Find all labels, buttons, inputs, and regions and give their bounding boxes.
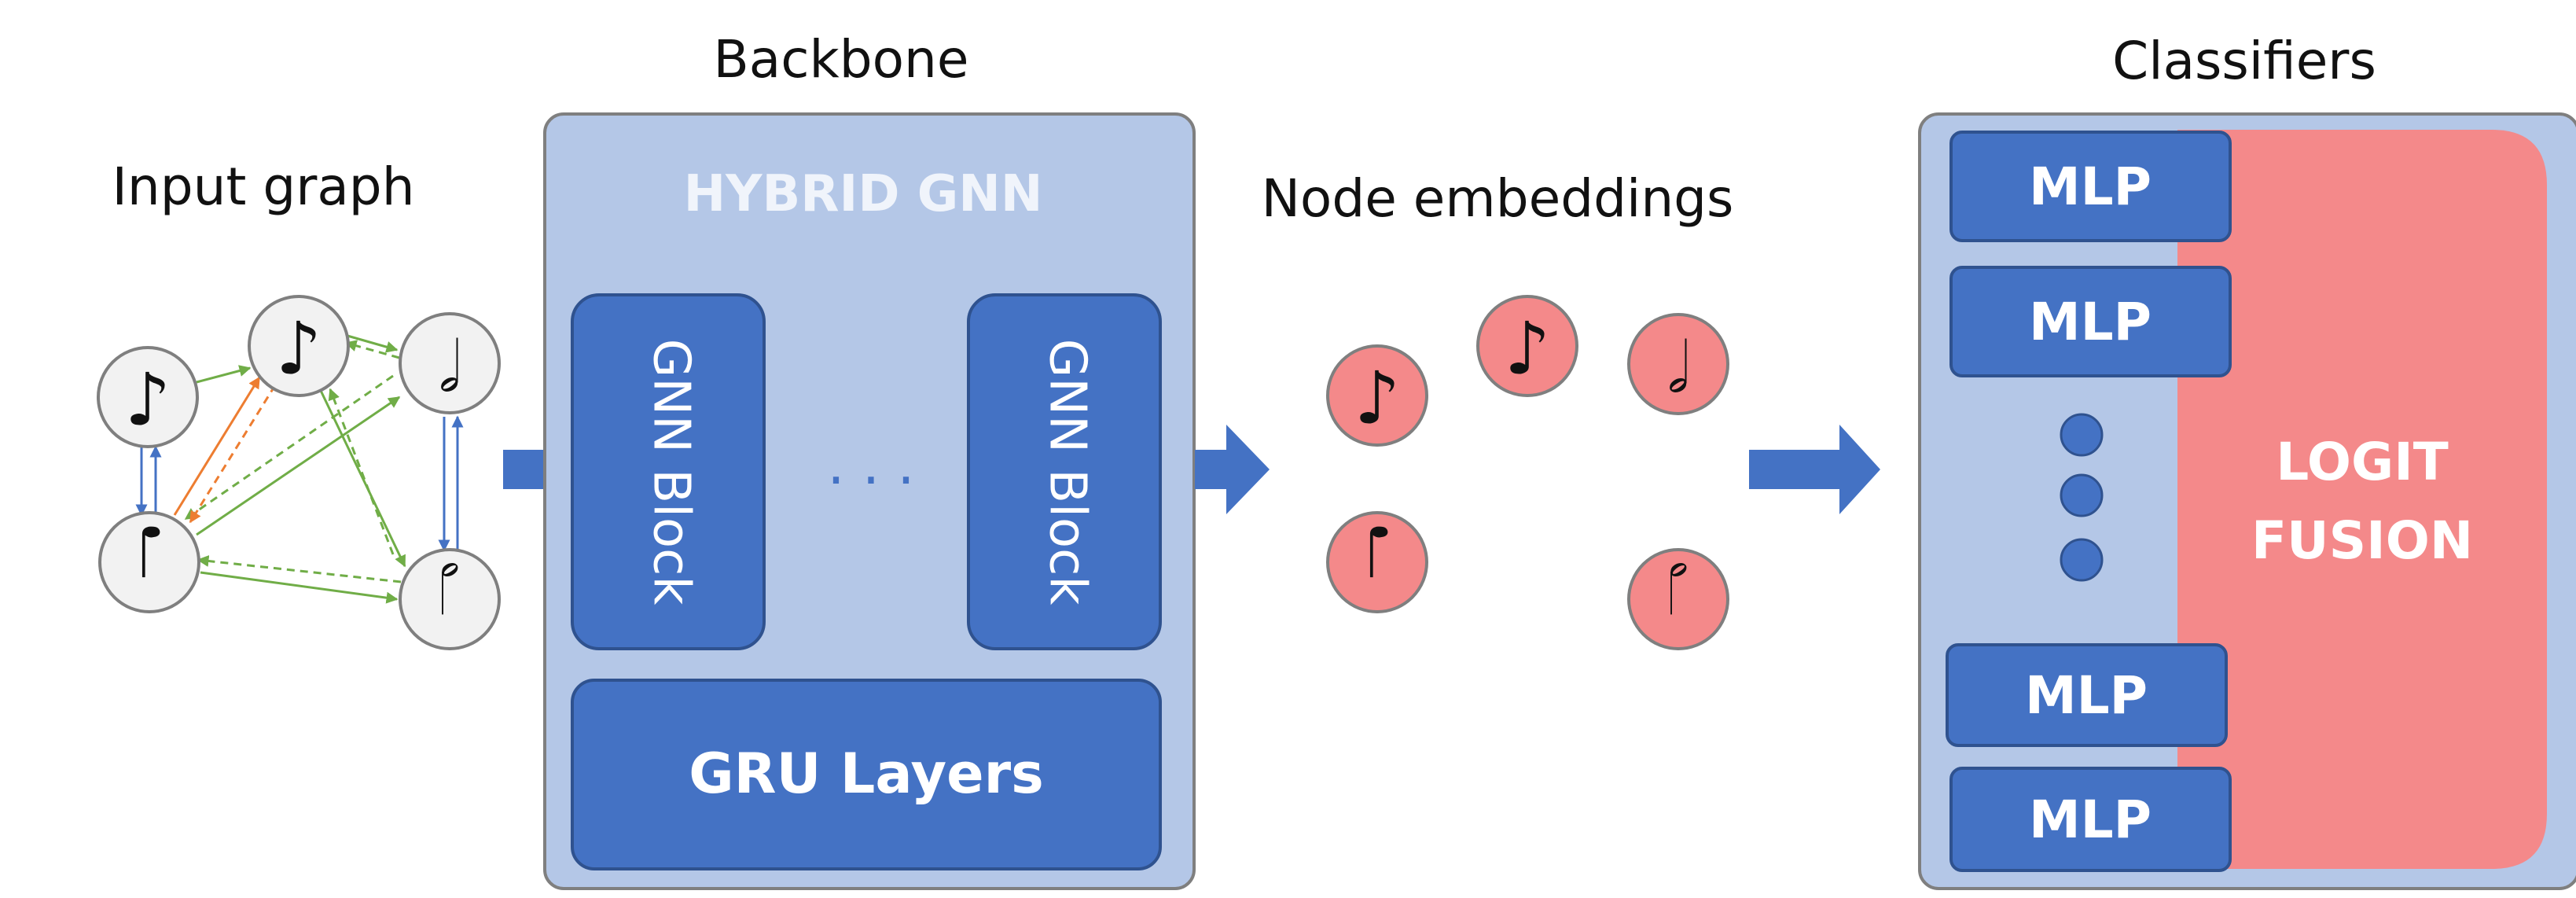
eighth-note-icon: ♪	[1505, 307, 1551, 391]
node-embeddings: ♪ ♪ 𝅗𝅥 ♩ 𝅗𝅥	[1326, 295, 1729, 650]
half-note-icon: 𝅗𝅥	[439, 548, 461, 625]
eighth-note-icon: ♪	[1354, 356, 1401, 440]
mlp-label: MLP	[2029, 156, 2152, 217]
edge-green	[196, 396, 401, 536]
embedding-node: 𝅗𝅥	[1627, 548, 1729, 650]
node-embeddings-heading: Node embeddings	[1262, 168, 1734, 229]
embedding-node: ♩	[1326, 510, 1428, 613]
edge-green	[200, 571, 399, 604]
mlp-block: MLP	[1949, 266, 2232, 377]
edge-orange	[173, 376, 261, 516]
quarter-note-icon: ♩	[1361, 510, 1394, 591]
mlp-block: MLP	[1949, 767, 2232, 872]
gnn-block-last: GNN Block	[967, 293, 1162, 650]
gnn-block-label: GNN Block	[641, 339, 700, 605]
embedding-node: ♪	[1326, 344, 1428, 447]
mlp-label: MLP	[2029, 789, 2152, 850]
half-note-icon: 𝅗𝅥	[1668, 548, 1689, 625]
edge-green	[341, 333, 399, 353]
mlp-block: MLP	[1949, 131, 2232, 242]
graph-node: ♪	[97, 346, 199, 448]
graph-node: 𝅗𝅥	[399, 312, 501, 414]
gnn-block-first: GNN Block	[571, 293, 766, 650]
edge-green-dashed	[328, 388, 395, 555]
half-note-icon: 𝅗𝅥	[1667, 327, 1689, 408]
mlp-label: MLP	[2025, 665, 2148, 726]
half-note-icon: 𝅗𝅥	[439, 326, 461, 407]
quarter-note-icon: ♩	[133, 510, 166, 591]
arrow-backbone-to-embeddings	[1195, 425, 1270, 514]
backbone-panel: HYBRID GNN GNN Block · · · GNN Block GRU…	[543, 112, 1196, 890]
ellipsis-dot	[2060, 413, 2104, 457]
graph-node: ♩	[98, 510, 200, 613]
embedding-node: 𝅗𝅥	[1627, 313, 1729, 415]
edge-green-dashed	[344, 340, 400, 359]
classifiers-panel: LOGIT FUSION MLP MLP MLP MLP	[1918, 112, 2576, 890]
logit-fusion-label-line1: LOGIT	[2276, 432, 2449, 492]
eighth-note-icon: ♪	[276, 307, 322, 391]
graph-node: 𝅗𝅥	[399, 548, 501, 650]
gru-layers-block: GRU Layers	[571, 679, 1162, 870]
arrow-input-to-backbone	[503, 450, 544, 489]
edge-green-dashed	[197, 555, 402, 583]
logit-fusion-label-line2: FUSION	[2251, 510, 2473, 571]
ellipsis-dot	[2060, 538, 2104, 582]
edge-green	[313, 377, 406, 568]
ellipsis-dot	[2060, 473, 2104, 517]
edge-orange-dashed	[189, 385, 277, 524]
gnn-block-label: GNN Block	[1038, 339, 1096, 605]
arrow-embeddings-to-classifiers	[1749, 425, 1880, 514]
backbone-title: HYBRID GNN	[684, 165, 1043, 223]
graph-node: ♪	[248, 295, 350, 397]
backbone-heading: Backbone	[714, 29, 969, 90]
mlp-label: MLP	[2029, 292, 2152, 352]
ellipsis: · · ·	[827, 448, 914, 513]
mlp-block: MLP	[1946, 643, 2228, 747]
embedding-node: ♪	[1476, 295, 1578, 397]
gru-layers-label: GRU Layers	[689, 742, 1044, 806]
classifiers-heading: Classifiers	[2112, 31, 2376, 91]
logit-fusion-block: LOGIT FUSION	[2177, 130, 2547, 869]
eighth-note-icon: ♪	[125, 358, 171, 442]
input-graph: ♪ ♪ 𝅗𝅥 ♩ 𝅗𝅥	[97, 295, 501, 650]
edge-green-dashed	[184, 374, 394, 521]
input-graph-heading: Input graph	[112, 156, 414, 217]
edge-green	[196, 365, 252, 384]
